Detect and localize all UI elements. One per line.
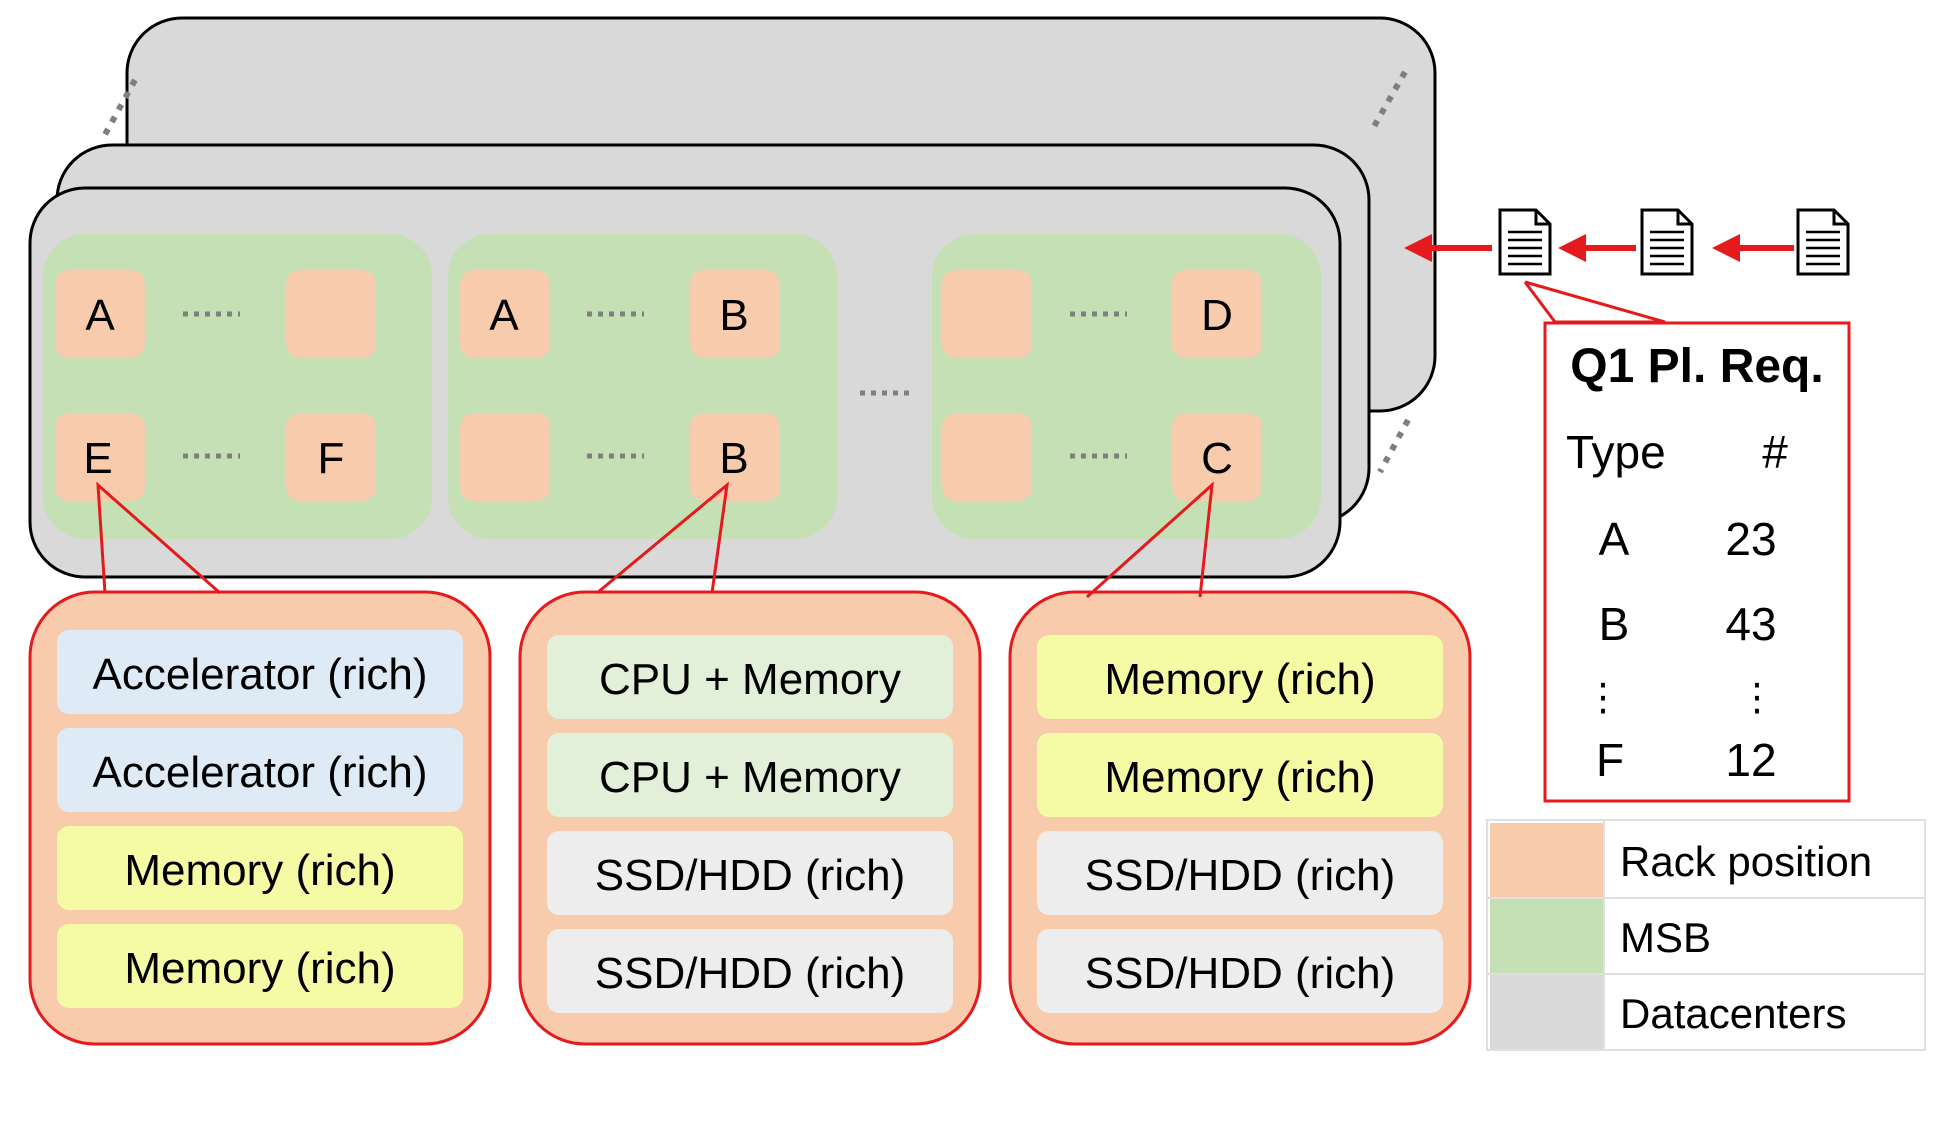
server-label: SSD/HDD (rich)	[595, 851, 905, 900]
rack-group: A E F A B B D C	[55, 270, 1262, 501]
server-slot	[547, 929, 953, 1013]
rack-label: E	[83, 434, 112, 483]
rack-label: B	[719, 434, 748, 483]
request-box: Q1 Pl. Req. Type # A 23 B 43 ⋮ ⋮ F 12	[1523, 280, 1851, 803]
server-label: Memory (rich)	[1104, 655, 1375, 704]
arrow-left-icon	[1558, 234, 1636, 262]
server-label: Accelerator (rich)	[93, 748, 428, 797]
rack-label: D	[1201, 291, 1233, 340]
arrow-left-icon	[1712, 234, 1794, 262]
arrow-left-icon	[1404, 234, 1492, 262]
rack-msb1-1	[55, 270, 145, 358]
server-slot	[547, 733, 953, 817]
request-row-type: A	[1599, 513, 1630, 565]
request-queue	[1404, 208, 1850, 276]
document-icon	[1796, 208, 1850, 276]
server-slot	[547, 831, 953, 915]
request-col-count: #	[1762, 426, 1788, 478]
rack-msb2-2	[690, 270, 780, 358]
legend-label-datacenters: Datacenters	[1620, 990, 1846, 1037]
request-callout	[1523, 280, 1666, 324]
rack-msb2-3	[460, 413, 550, 501]
server-slot	[1037, 831, 1443, 915]
legend: Rack position MSB Datacenters	[1486, 819, 1926, 1051]
server-slot	[1037, 733, 1443, 817]
document-icon	[1640, 208, 1694, 276]
request-row-type: B	[1599, 598, 1630, 650]
server-label: Accelerator (rich)	[93, 650, 428, 699]
server-label: SSD/HDD (rich)	[1085, 949, 1395, 998]
server-label: Memory (rich)	[1104, 753, 1375, 802]
legend-label-rack-position: Rack position	[1620, 838, 1872, 885]
rack-msb3-1	[942, 270, 1032, 358]
server-label: CPU + Memory	[599, 753, 901, 802]
server-slot	[57, 728, 463, 812]
rack-msb1-4	[286, 413, 376, 501]
rack-msb2-1	[460, 270, 550, 358]
request-row-type: F	[1596, 734, 1624, 786]
request-table	[1543, 321, 1851, 803]
legend-swatch-rack-position	[1490, 823, 1603, 897]
server-slot	[57, 630, 463, 714]
stack-dots-right-bottom	[1377, 418, 1411, 474]
callout-b	[596, 481, 730, 595]
server-slot	[1037, 635, 1443, 719]
msb-group	[43, 234, 1321, 539]
rack-msb1-3	[55, 413, 145, 501]
server-label: CPU + Memory	[599, 655, 901, 704]
legend-swatch-msb	[1490, 899, 1603, 973]
callout-lines	[96, 481, 1214, 599]
rack-msb3-3	[942, 413, 1032, 501]
server-slot	[547, 635, 953, 719]
request-row-count: ⋮	[1738, 677, 1776, 719]
request-row-count: 43	[1725, 598, 1776, 650]
legend-label-msb: MSB	[1620, 914, 1711, 961]
request-row-count: 12	[1725, 734, 1776, 786]
request-row-type: ⋮	[1584, 677, 1622, 719]
rack-label: C	[1201, 434, 1233, 483]
stack-dots-left	[99, 78, 138, 142]
server-label: Memory (rich)	[124, 846, 395, 895]
rack-msb3-4	[1172, 413, 1262, 501]
legend-swatch-datacenters	[1490, 975, 1603, 1049]
callout-c	[1085, 481, 1214, 599]
rack-msb1-2	[286, 270, 376, 358]
server-slot	[1037, 929, 1443, 1013]
document-icon	[1498, 208, 1552, 276]
rack-label: A	[489, 291, 519, 340]
request-title: Q1 Pl. Req.	[1570, 340, 1823, 393]
request-col-type: Type	[1566, 426, 1666, 478]
server-label: Memory (rich)	[124, 944, 395, 993]
rack-label: B	[719, 291, 748, 340]
server-label: SSD/HDD (rich)	[1085, 851, 1395, 900]
server-slot	[57, 924, 463, 1008]
server-label: SSD/HDD (rich)	[595, 949, 905, 998]
rack-dots	[183, 311, 1127, 459]
rack-msb3-2	[1172, 270, 1262, 358]
callout-e	[96, 481, 221, 595]
server-slot	[57, 826, 463, 910]
rack-label: F	[318, 434, 345, 483]
rack-detail-group: Accelerator (rich) Accelerator (rich) Me…	[28, 590, 1472, 1046]
stack-dots-right-top	[1369, 70, 1408, 132]
rack-label: A	[85, 291, 115, 340]
request-row-count: 23	[1725, 513, 1776, 565]
rack-msb2-4	[690, 413, 780, 501]
